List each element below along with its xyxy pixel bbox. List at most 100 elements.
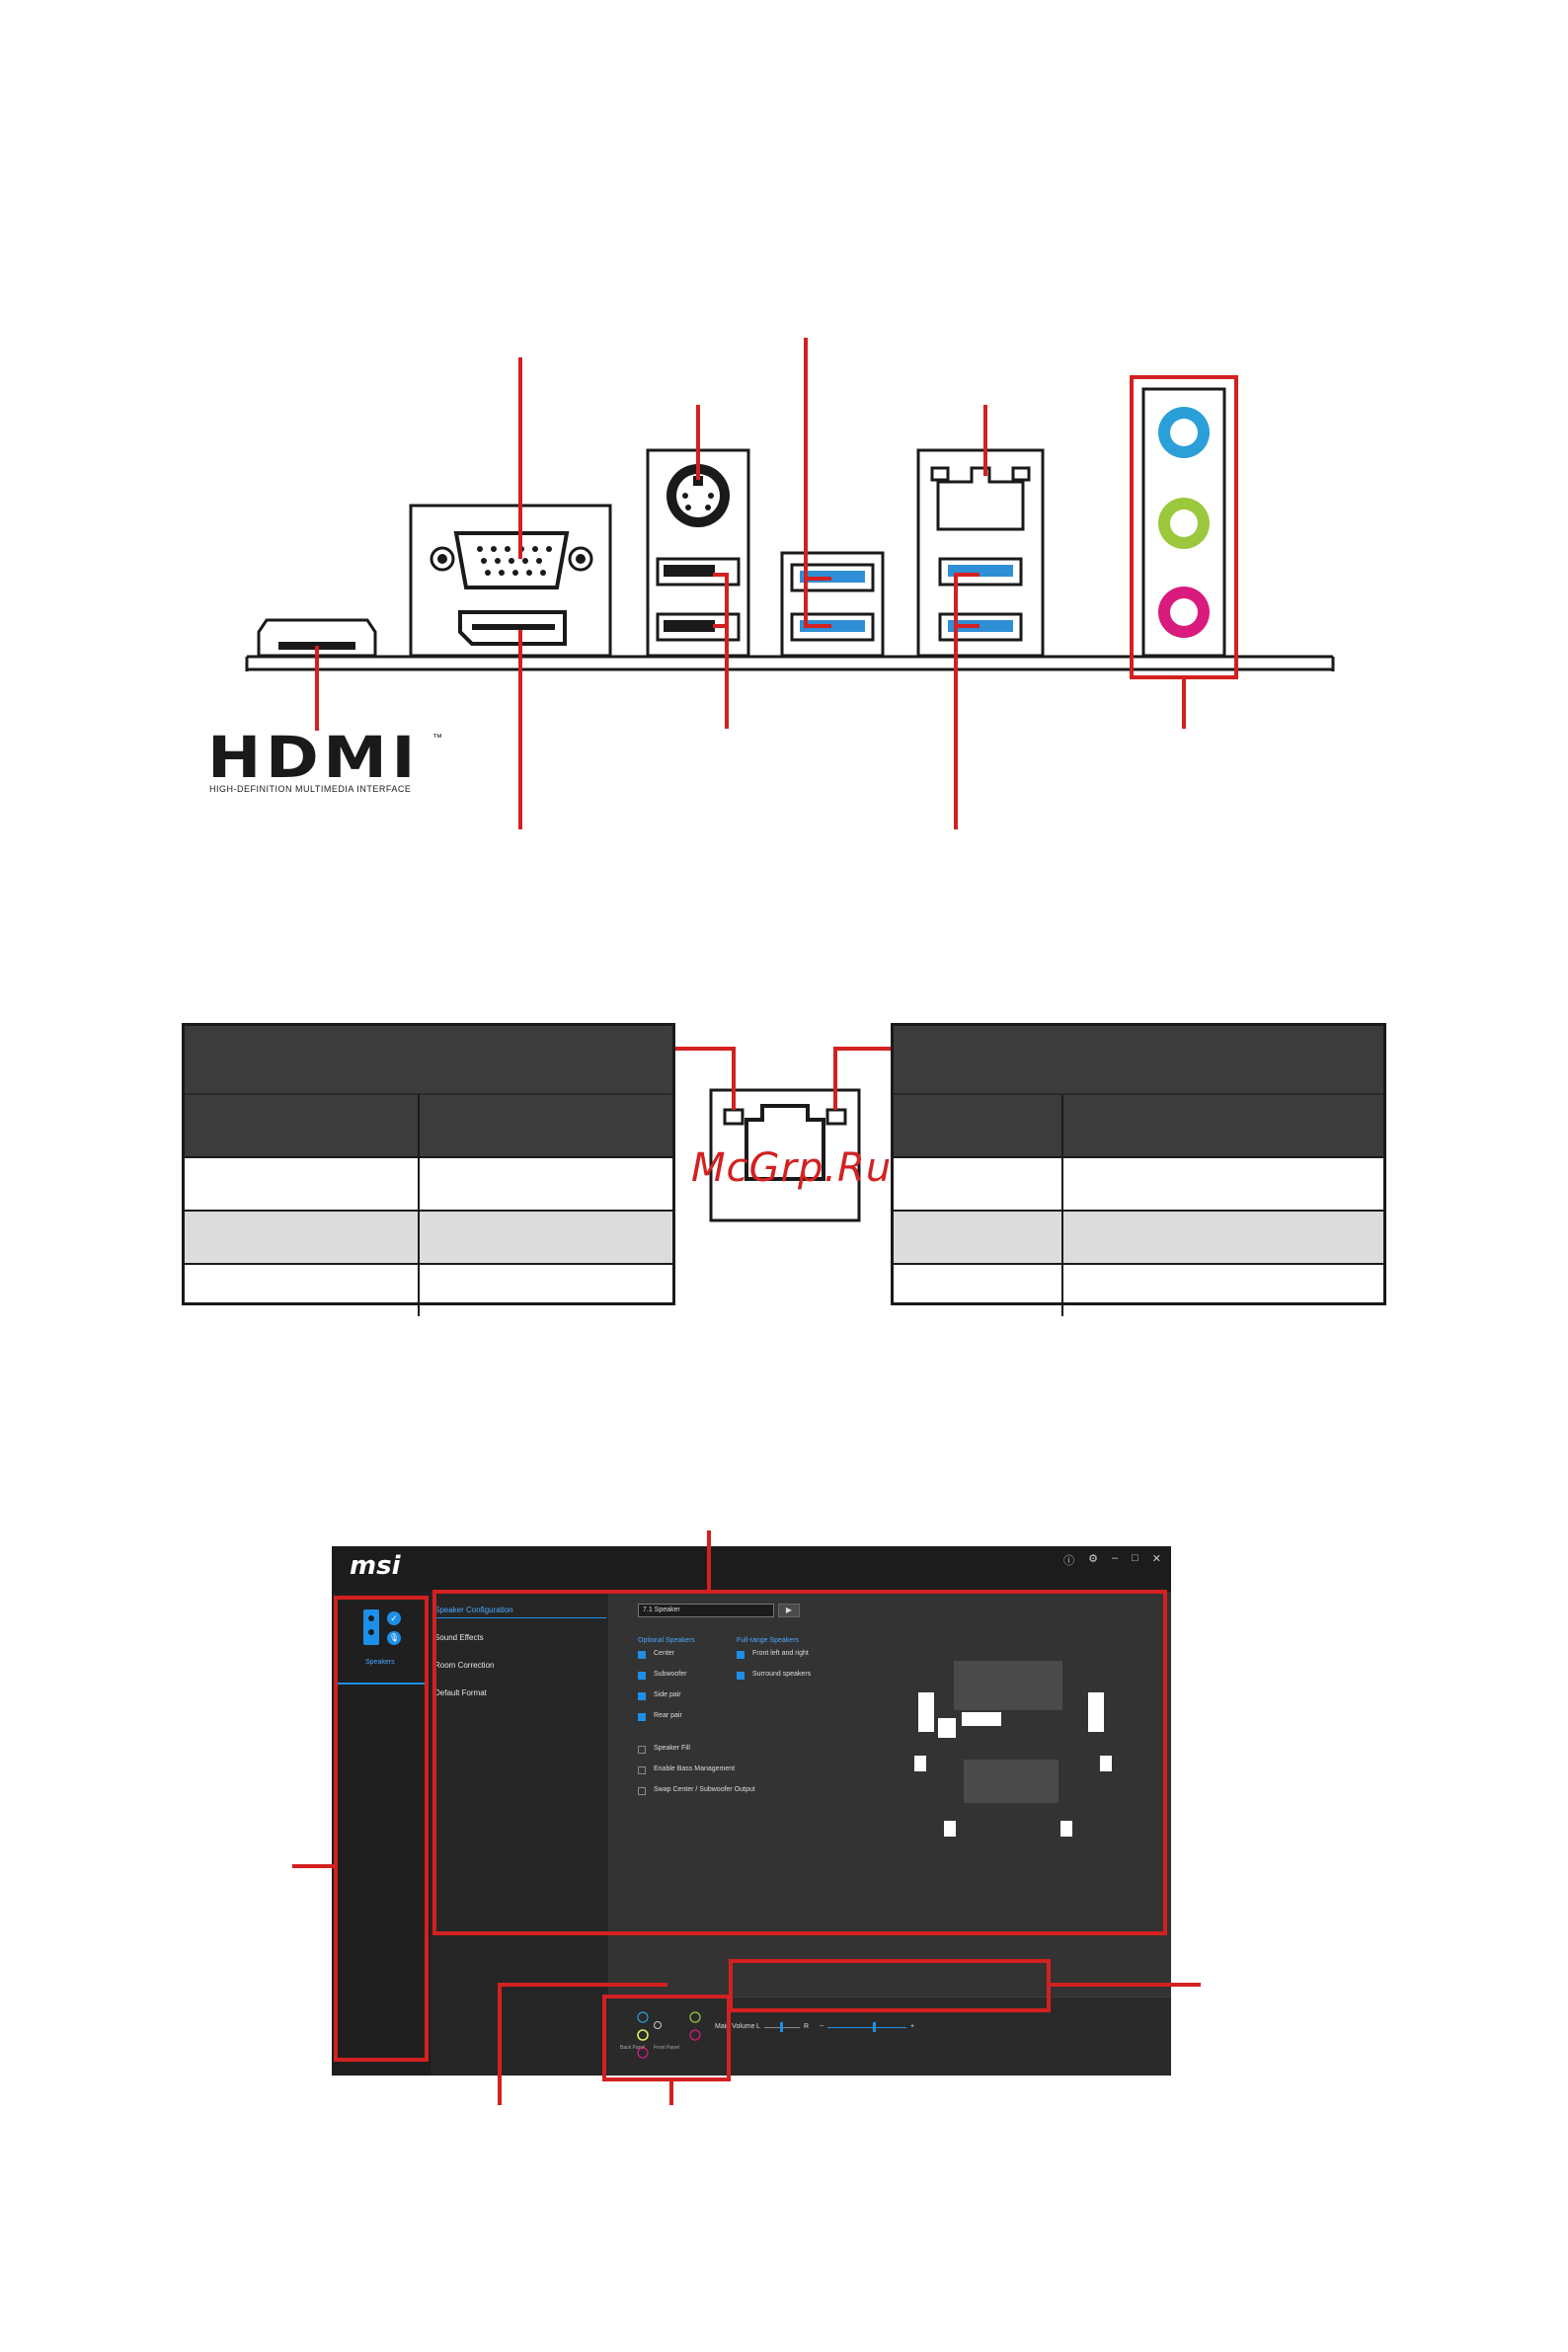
- audio-jack-line-out: [1158, 498, 1210, 549]
- table-title-bar: [894, 1026, 1383, 1093]
- bass-management-label: Enable Bass Management: [654, 1765, 736, 1772]
- side-left-speaker-icon: [914, 1756, 926, 1771]
- app-titlebar: msi ⓘ ⚙ – □ ✕: [332, 1546, 1171, 1592]
- balance-slider-thumb[interactable]: [780, 2022, 783, 2032]
- minimize-icon[interactable]: –: [1112, 1552, 1119, 1564]
- balance-left-label: L: [756, 2023, 760, 2030]
- speaker-config-select[interactable]: 7.1 Speaker: [638, 1604, 774, 1617]
- speaker-fill-checkbox[interactable]: [638, 1746, 646, 1754]
- io-panel-drawing: [245, 338, 1335, 829]
- volume-minus-label[interactable]: −: [820, 2023, 824, 2030]
- side-pair-checkbox[interactable]: [638, 1692, 646, 1700]
- nav-room-correction[interactable]: Room Correction: [434, 1661, 495, 1670]
- usb3-lan-port-bottom: [938, 612, 1023, 642]
- hdmi-logo-wordmark: HDMI: [207, 724, 421, 791]
- ps2-usb2-block: [646, 448, 750, 658]
- usb2-port-top: [656, 557, 741, 587]
- rear-pair-checkbox[interactable]: [638, 1713, 646, 1721]
- msi-logo: msi: [350, 1551, 401, 1581]
- speed-led-table: [891, 1023, 1386, 1316]
- speaker-config-panel: 7.1 Speaker ▶ Optional Speakers Center S…: [608, 1592, 1171, 1997]
- table-row: [185, 1210, 672, 1263]
- center-speaker-icon: [962, 1712, 1001, 1726]
- bass-management-checkbox[interactable]: [638, 1766, 646, 1774]
- callout-link-led: [675, 1047, 736, 1110]
- optional-speakers-heading: Optional Speakers: [638, 1637, 695, 1644]
- speakers-tab-label: Speakers: [365, 1659, 395, 1666]
- speaker-fill-label: Speaker Fill: [654, 1745, 690, 1752]
- displayport-port: [458, 610, 567, 646]
- nav-speaker-configuration[interactable]: Speaker Configuration: [434, 1606, 513, 1614]
- hdmi-logo-trademark: ™: [432, 733, 442, 744]
- bottom-panel: Back Panel Front Panel Main Volume L R −…: [608, 1997, 1171, 2076]
- rear-right-speaker-icon: [1060, 1821, 1072, 1837]
- window-controls: ⓘ ⚙ – □ ✕: [1063, 1552, 1161, 1568]
- mic-icon: 🎙: [387, 1631, 401, 1645]
- swap-center-checkbox[interactable]: [638, 1787, 646, 1795]
- surround-checkbox[interactable]: [737, 1672, 745, 1680]
- main-volume-label: Main Volume: [715, 2023, 755, 2030]
- front-lr-checkbox[interactable]: [737, 1651, 745, 1659]
- audio-block: [1141, 387, 1226, 658]
- table-row: [894, 1156, 1383, 1210]
- rear-left-speaker-icon: [944, 1821, 956, 1837]
- speaker-device-icon: [363, 1609, 379, 1645]
- volume-plus-label[interactable]: +: [910, 2023, 915, 2030]
- lan-port: [930, 466, 1031, 531]
- settings-small-icon[interactable]: [654, 2021, 662, 2029]
- balance-right-label: R: [804, 2023, 810, 2030]
- io-callouts: [315, 338, 1238, 829]
- hdmi-logo-tagline: HIGH-DEFINITION MULTIMEDIA INTERFACE: [209, 784, 412, 794]
- table-header-row: [185, 1093, 672, 1156]
- callout-speed-led: [833, 1047, 891, 1110]
- settings-nav: Speaker Configuration Sound Effects Room…: [431, 1592, 608, 2076]
- side-right-speaker-icon: [1100, 1756, 1112, 1771]
- nav-active-underline: [432, 1617, 606, 1618]
- link-led: [723, 1108, 745, 1126]
- subwoofer-label: Subwoofer: [654, 1671, 687, 1678]
- table-row: [894, 1263, 1383, 1316]
- callout-usb2: [713, 573, 729, 729]
- center-checkbox[interactable]: [638, 1651, 646, 1659]
- surround-label: Surround speakers: [752, 1671, 812, 1678]
- front-panel-label: Front Panel: [654, 2045, 679, 2051]
- center-label: Center: [654, 1650, 675, 1657]
- close-icon[interactable]: ✕: [1151, 1553, 1161, 1565]
- audio-jack-line-in: [1158, 407, 1210, 458]
- link-activity-led-table: [182, 1023, 675, 1316]
- device-sidebar: ✓ 🎙 Speakers: [332, 1592, 431, 2076]
- volume-slider-track[interactable]: [827, 2027, 906, 2028]
- listener-couch-icon: [964, 1760, 1058, 1803]
- nav-sound-effects[interactable]: Sound Effects: [434, 1633, 484, 1642]
- front-left-speaker-icon: [918, 1692, 934, 1732]
- vga-displayport-block: [409, 504, 612, 658]
- volume-slider-thumb[interactable]: [873, 2022, 876, 2032]
- callout-usb3-lan: [954, 573, 980, 829]
- front-lr-label: Front left and right: [752, 1650, 809, 1657]
- subwoofer-checkbox[interactable]: [638, 1672, 646, 1680]
- nav-default-format[interactable]: Default Format: [434, 1688, 487, 1697]
- usb3-lan-port-top: [938, 557, 1023, 587]
- speed-led: [825, 1108, 847, 1126]
- check-icon: ✓: [387, 1611, 401, 1625]
- watermark-text: McGrp.Ru: [691, 1145, 893, 1191]
- ps2-port: [666, 464, 730, 527]
- maximize-icon[interactable]: □: [1132, 1552, 1138, 1564]
- lan-usb3-block: [916, 448, 1045, 658]
- side-pair-label: Side pair: [654, 1691, 681, 1698]
- callout-usb3: [804, 338, 831, 581]
- table-row: [894, 1210, 1383, 1263]
- info-icon[interactable]: ⓘ: [1063, 1555, 1075, 1567]
- settings-icon[interactable]: ⚙: [1088, 1553, 1098, 1565]
- table-title-bar: [185, 1026, 672, 1093]
- play-test-button[interactable]: ▶: [778, 1604, 800, 1617]
- subwoofer-icon: [938, 1718, 956, 1738]
- table-header-row: [894, 1093, 1383, 1156]
- table-row: [185, 1156, 672, 1210]
- usb3-block: [780, 551, 885, 658]
- audio-app-window: msi ⓘ ⚙ – □ ✕ ✓ 🎙 Speakers Speaker Confi…: [332, 1546, 1171, 2076]
- front-right-speaker-icon: [1088, 1692, 1104, 1732]
- table-row: [185, 1263, 672, 1316]
- tv-screen-icon: [954, 1661, 1062, 1710]
- speakers-tab[interactable]: ✓ 🎙 Speakers: [338, 1606, 425, 1685]
